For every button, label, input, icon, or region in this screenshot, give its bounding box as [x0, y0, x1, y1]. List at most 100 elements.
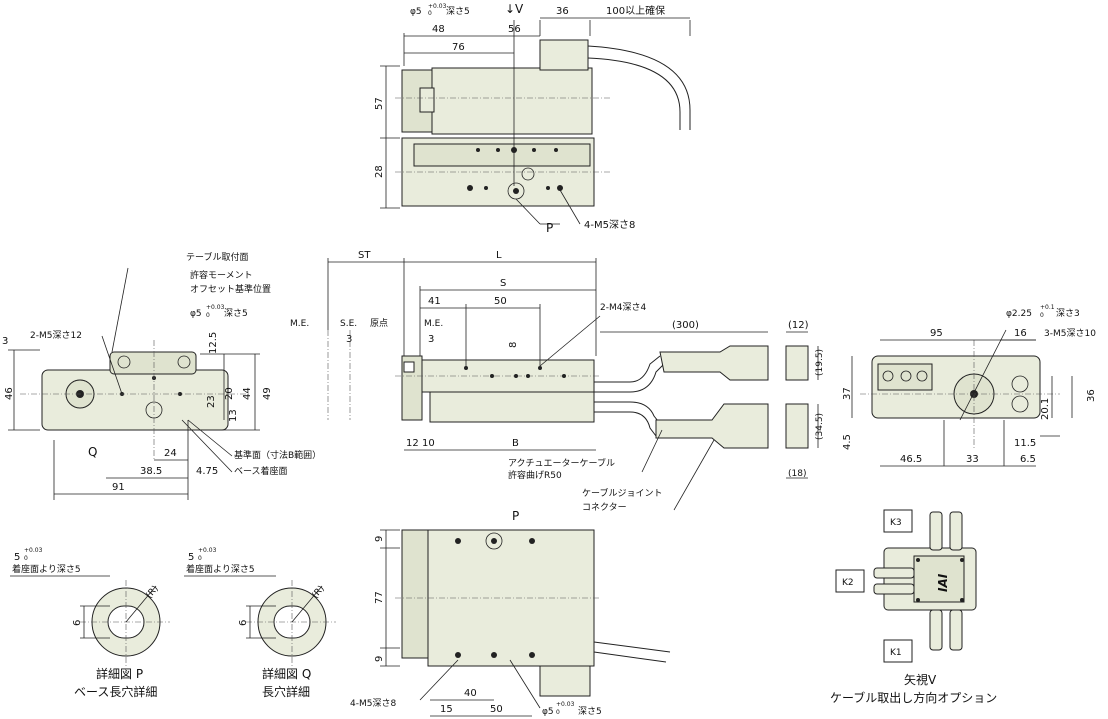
detail-q-tol0: 0	[198, 555, 202, 562]
bottom-view: P 9 77 9 4-M5深さ8 40 15 50 φ5 +0.03 0 深さ5	[350, 509, 671, 717]
side-connector-upper	[659, 345, 769, 381]
left-dim-46: 46	[4, 387, 15, 400]
side-cable-upper	[594, 355, 661, 383]
side-connector-lower	[655, 403, 769, 449]
left-dim-20: 20	[224, 387, 235, 400]
k3-label: K3	[890, 518, 902, 528]
left-tol0: 0	[206, 312, 210, 319]
side-me1: M.E.	[290, 319, 309, 329]
side-m4-note: 2-M4深さ4	[600, 302, 646, 313]
side-st: ST	[358, 250, 371, 261]
side-dim-10: 10	[422, 438, 435, 449]
side-dim-12p: (12)	[788, 320, 809, 331]
bottom-cable	[593, 641, 671, 653]
side-act-cable1: アクチュエーターケーブル	[508, 457, 615, 469]
right-dim-4-5: 4.5	[842, 434, 853, 450]
left-moment-ref2: オフセット基準位置	[190, 283, 271, 295]
bottom-flange	[401, 529, 429, 659]
connector-block	[539, 39, 589, 71]
right-dim-95: 95	[930, 328, 943, 339]
right-phi2-25: φ2.25	[1006, 309, 1032, 319]
side-dim-50: 50	[494, 296, 507, 307]
side-joint-upper	[785, 345, 809, 381]
top-end-cap	[419, 87, 435, 113]
k1-label: K1	[890, 648, 902, 658]
side-cable-lower2	[594, 411, 657, 437]
view-v-cable-top-2	[949, 511, 963, 551]
detail-q-note: 着座面より深さ5	[186, 563, 255, 575]
left-view: テーブル取付面 許容モーメント オフセット基準位置 φ5 +0.03 0 深さ5…	[2, 251, 321, 500]
side-b: B	[512, 438, 519, 449]
bottom-dim-40: 40	[464, 688, 477, 699]
left-dim-13: 13	[228, 409, 239, 422]
right-dim-33: 33	[966, 454, 979, 465]
bottom-depth5: 深さ5	[578, 706, 602, 717]
left-dim-12-5: 12.5	[208, 332, 219, 354]
left-dim-44: 44	[242, 387, 253, 400]
bottom-dim-50: 50	[490, 704, 503, 715]
side-cable-lower	[594, 401, 663, 427]
top-cable-clear: 100以上確保	[606, 4, 665, 17]
side-dim-12: 12	[406, 438, 419, 449]
top-dim-57: 57	[374, 97, 385, 110]
side-dim-34-5: (34.5)	[815, 413, 825, 440]
side-view: ST L S 41 50 2-M4深さ4 (300) (12) M.E. S.E…	[290, 250, 825, 513]
left-dim-4-75: 4.75	[196, 466, 218, 477]
side-dim-41: 41	[428, 296, 441, 307]
side-act-cable2: 許容曲げR50	[508, 469, 562, 481]
left-phi5: φ5	[190, 309, 202, 319]
right-m5-10: 3-M5深さ10	[1044, 328, 1096, 339]
side-origin: 原点	[370, 318, 388, 329]
left-table	[109, 351, 197, 375]
top-dim-76: 76	[452, 42, 465, 53]
side-joint1: ケーブルジョイント	[582, 487, 662, 499]
detail-p-tol: +0.03	[24, 547, 43, 554]
side-l: L	[496, 250, 502, 261]
left-dim-23: 23	[206, 395, 217, 408]
detail-q-dim-6: 6	[238, 620, 249, 626]
detail-p: 5 +0.03 0 着座面より深さ5 6 (R) 詳細図 P ベース長穴詳細	[10, 547, 170, 699]
side-dim-8: 8	[508, 342, 519, 348]
bottom-tol: +0.03	[556, 701, 575, 708]
bottom-dim-9b: 9	[374, 656, 385, 662]
right-tol0: 0	[1040, 312, 1044, 319]
top-view-v: ↓V	[505, 2, 524, 16]
bottom-dim-15: 15	[440, 704, 453, 715]
detail-p-tol0: 0	[24, 555, 28, 562]
top-dim-48: 48	[432, 24, 445, 35]
view-v-cable-bot-1	[929, 609, 943, 651]
left-base-face: ベース着座面	[234, 465, 288, 477]
bottom-tol0: 0	[556, 709, 560, 716]
detail-p-dim-5: 5	[14, 552, 20, 563]
bottom-m5-8: 4-M5深さ8	[350, 698, 396, 709]
bottom-cable-2	[593, 651, 667, 663]
top-tol: +0.03	[428, 3, 447, 10]
right-dim-11-5: 11.5	[1014, 438, 1036, 449]
side-dim-19-5: (19.5)	[815, 349, 825, 376]
left-dim-24: 24	[164, 448, 177, 459]
top-tol0: 0	[428, 10, 432, 17]
side-base	[429, 391, 595, 423]
view-v-title2: ケーブル取出し方向オプション	[830, 690, 997, 705]
right-dim-6-5: 6.5	[1020, 454, 1036, 465]
side-joint2: コネクター	[582, 502, 627, 513]
k2-box	[835, 569, 865, 593]
right-dim-36: 36	[1086, 389, 1097, 402]
detail-q: 5 +0.03 0 着座面より深さ5 6 (R) 詳細図 Q 長穴詳細	[184, 547, 336, 699]
detail-q-dim-5: 5	[188, 552, 194, 563]
left-dim-38-5: 38.5	[140, 466, 162, 477]
detail-q-title2: 長穴詳細	[262, 684, 310, 699]
side-se: S.E.	[340, 319, 357, 329]
bottom-label-p: P	[512, 509, 519, 523]
left-m5-12: 2-M5深さ12	[30, 330, 82, 341]
detail-p-note: 着座面より深さ5	[12, 563, 81, 575]
view-v-cable-top-1	[929, 511, 943, 551]
side-dim-3b: 3	[428, 334, 434, 345]
right-tol: +0.1	[1040, 304, 1055, 311]
left-dim-91: 91	[112, 482, 125, 493]
iai-logo: IAI	[936, 573, 950, 592]
top-m5-note: 4-M5深さ8	[584, 219, 635, 231]
view-v-cable-bot-2	[949, 609, 963, 651]
right-dim-20-1: 20.1	[1040, 398, 1051, 420]
